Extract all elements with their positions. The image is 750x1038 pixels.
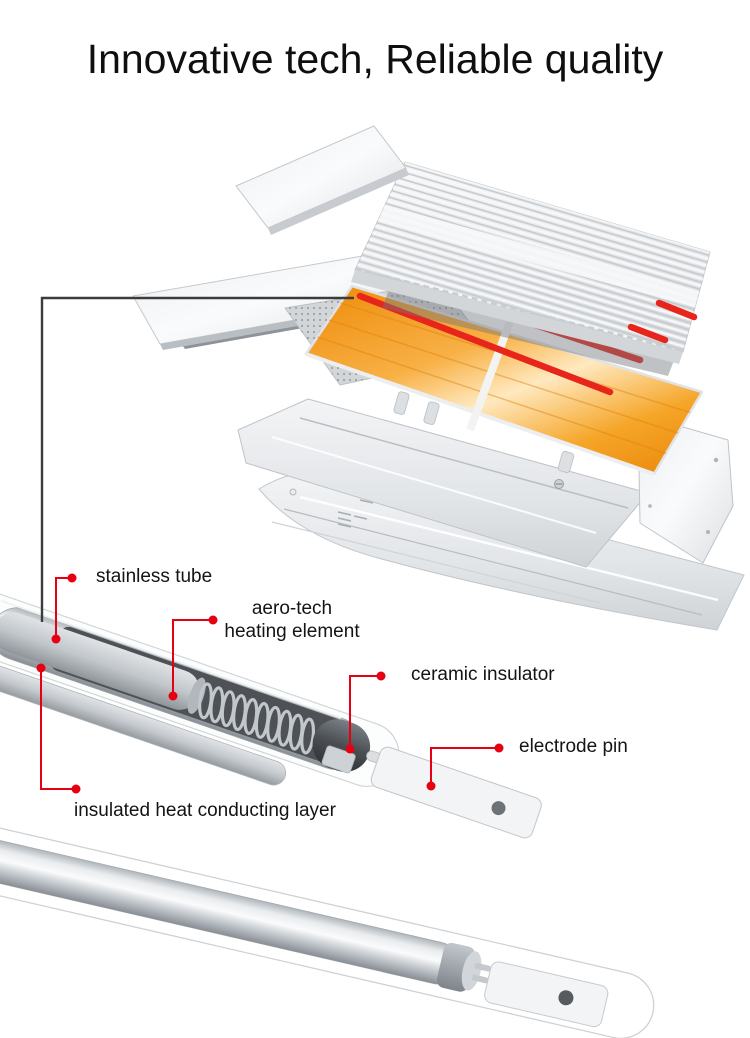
electrode-tab — [370, 746, 542, 839]
leader-lines — [40, 577, 499, 790]
annotation-electrode-pin: electrode pin — [519, 736, 628, 757]
metal-tube-body — [0, 836, 459, 985]
leader-insulated-layer — [40, 668, 76, 790]
insulated-conducting-layer — [0, 612, 200, 710]
separated-shell-half — [0, 660, 287, 786]
annotation-stainless-tube: stainless tube — [96, 566, 213, 587]
leader-ceramic-insulator — [349, 675, 381, 749]
annotation-aero-tech-line1: aero-tech — [251, 598, 333, 619]
page-title: Innovative tech, Reliable quality — [86, 36, 664, 82]
heating-coil — [198, 682, 316, 755]
ribbed-grill-plate — [351, 161, 711, 364]
leader-stainless-tube — [55, 577, 72, 639]
reflector-tray — [304, 284, 704, 476]
cut-edge-highlight — [0, 599, 342, 719]
heating-tube-ends — [627, 299, 698, 344]
assembled-tube-diagram — [0, 826, 655, 1038]
glass-envelope-outline — [0, 826, 655, 1038]
electrode-tab-assembled — [484, 961, 609, 1028]
annotation-ceramic-insulator: ceramic insulator — [411, 664, 555, 685]
layer-end-face — [187, 677, 206, 714]
mount-tabs — [393, 391, 575, 473]
middle-housing — [237, 398, 649, 568]
connector-line — [40, 296, 354, 622]
support-strap — [466, 314, 516, 432]
annotation-aero-tech-line2: heating element — [224, 621, 360, 642]
leader-dots — [36, 573, 504, 794]
contact-prongs — [471, 962, 491, 984]
top-cover-plate — [235, 125, 409, 235]
screw — [554, 479, 564, 489]
shadow-slot — [382, 287, 676, 376]
exploded-heater-assembly — [132, 125, 745, 631]
annotation-insulated-layer: insulated heat conducting layer — [74, 800, 336, 821]
ferrule-block — [321, 745, 356, 774]
leader-electrode-pin — [430, 747, 499, 786]
annotation-aero-tech-heating-element: aero-tech heating element — [211, 597, 373, 643]
leader-aero-tech — [172, 619, 213, 696]
